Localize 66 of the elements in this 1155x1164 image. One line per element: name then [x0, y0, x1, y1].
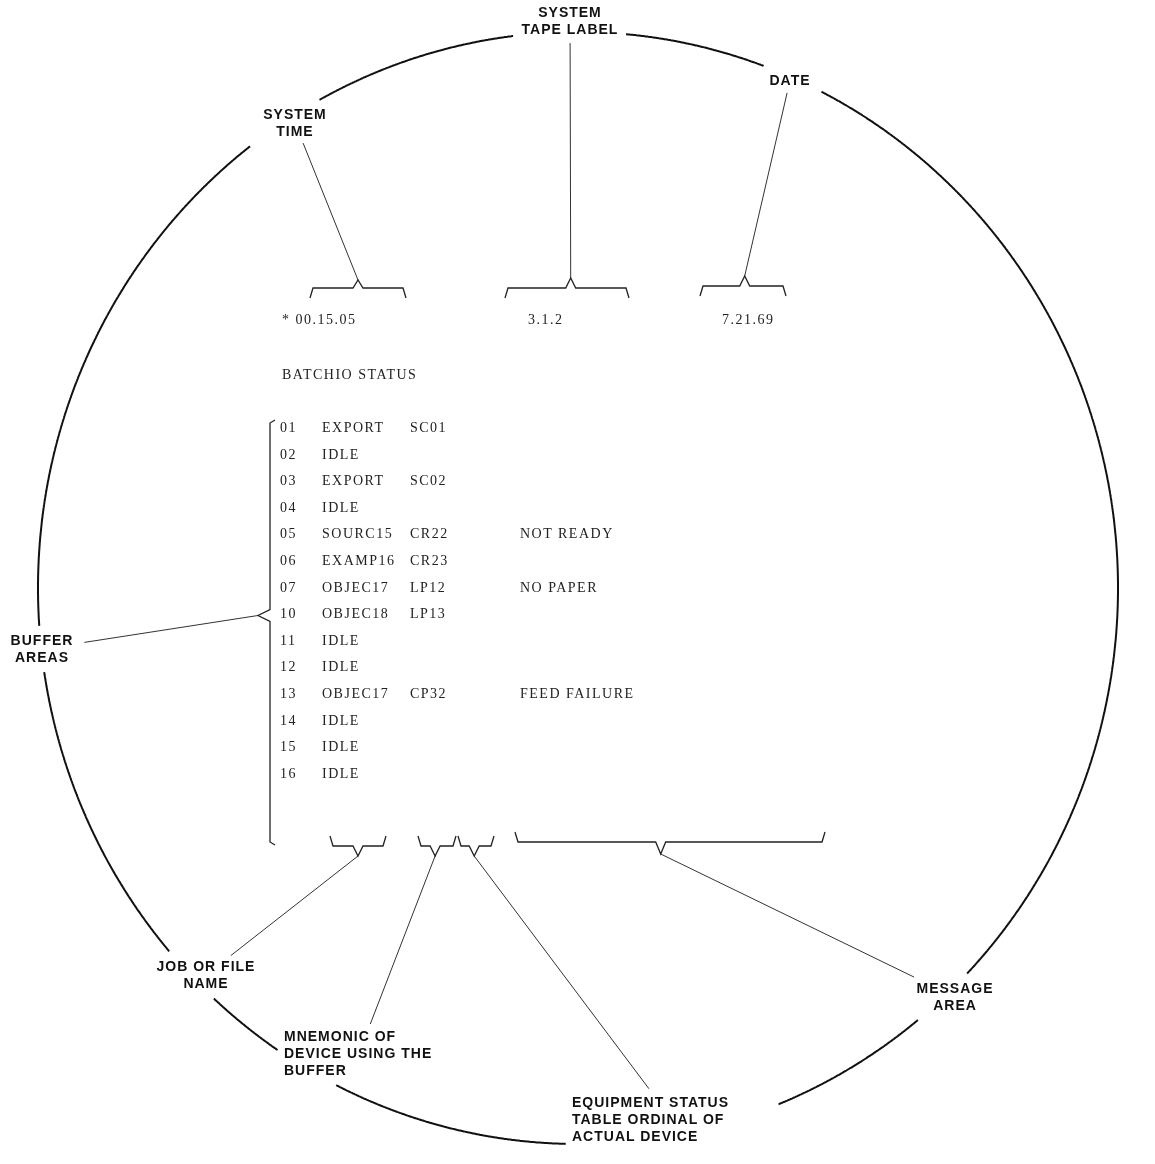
- screen-text: 04: [280, 499, 297, 516]
- screen-text: EXAMP16: [322, 553, 396, 569]
- screen-text: CR22: [410, 526, 449, 543]
- brace: [310, 280, 406, 298]
- screen-text: 02: [280, 446, 297, 463]
- leader-line: [473, 855, 650, 1090]
- screen-text: LP12: [410, 579, 447, 596]
- brace: [258, 420, 275, 845]
- brace: [330, 836, 386, 856]
- screen-text: IDLE: [322, 446, 360, 463]
- screen-text: 01: [280, 420, 297, 436]
- screen-text: 16: [280, 765, 297, 782]
- screen-text: IDLE: [322, 499, 360, 516]
- screen-text: SC02: [410, 473, 448, 490]
- leader-line: [660, 853, 915, 978]
- screen-text: IDLE: [322, 659, 360, 676]
- screen-text: 15: [280, 739, 297, 756]
- screen-text: NOT READY: [520, 526, 614, 543]
- leader-line: [569, 42, 572, 279]
- screen-text: EXPORT: [322, 420, 385, 436]
- screen-text: OBJEC18: [322, 606, 390, 623]
- screen-text: LP13: [410, 606, 447, 623]
- callout-label: JOB OR FILE NAME: [140, 958, 272, 992]
- screen-text: 03: [280, 473, 297, 490]
- screen-text: 14: [280, 712, 297, 729]
- callout-label: DATE: [765, 72, 815, 89]
- brace: [505, 278, 629, 298]
- callout-label: MNEMONIC OF DEVICE USING THE BUFFER: [284, 1028, 434, 1079]
- leader-line: [230, 855, 359, 957]
- screen-text: 7.21.69: [722, 312, 775, 328]
- screen-text: 11: [280, 632, 297, 649]
- screen-text: IDLE: [322, 765, 360, 782]
- brace: [458, 836, 494, 856]
- callout-label: SYSTEM TIME: [252, 106, 338, 140]
- screen-text: CP32: [410, 686, 448, 702]
- brace: [700, 276, 786, 296]
- screen-text: 3.1.2: [528, 312, 564, 328]
- callout-label: MESSAGE AREA: [905, 980, 1005, 1014]
- screen-text: CR23: [410, 553, 449, 569]
- screen-text: SC01: [410, 420, 448, 436]
- brace: [515, 832, 825, 854]
- screen-text: 10: [280, 606, 297, 623]
- leader-line: [83, 615, 259, 643]
- screen-text: IDLE: [322, 632, 360, 649]
- screen-text: OBJEC17: [322, 579, 390, 596]
- leader-line: [744, 92, 788, 277]
- screen-text: BATCHIO STATUS: [282, 367, 418, 383]
- screen-text: 05: [280, 526, 297, 543]
- callout-label: BUFFER AREAS: [4, 632, 80, 666]
- screen-text: IDLE: [322, 739, 360, 756]
- screen-text: FEED FAILURE: [520, 686, 635, 702]
- screen-text: IDLE: [322, 712, 360, 729]
- screen-text: 06: [280, 553, 297, 569]
- screen-text: 13: [280, 686, 297, 702]
- screen-text: 07: [280, 579, 297, 596]
- screen-text: 12: [280, 659, 297, 676]
- screen-text: EXPORT: [322, 473, 385, 490]
- brace: [418, 836, 456, 856]
- callout-label: EQUIPMENT STATUS TABLE ORDINAL OF ACTUAL DEVICE: [572, 1094, 772, 1145]
- leader-line: [369, 855, 436, 1025]
- leader-line: [302, 142, 359, 281]
- screen-text: * 00.15.05: [282, 312, 357, 328]
- callout-label: SYSTEM TAPE LABEL: [520, 4, 620, 38]
- screen-text: NO PAPER: [520, 579, 598, 596]
- screen-text: SOURC15: [322, 526, 394, 543]
- screen-text: OBJEC17: [322, 686, 390, 702]
